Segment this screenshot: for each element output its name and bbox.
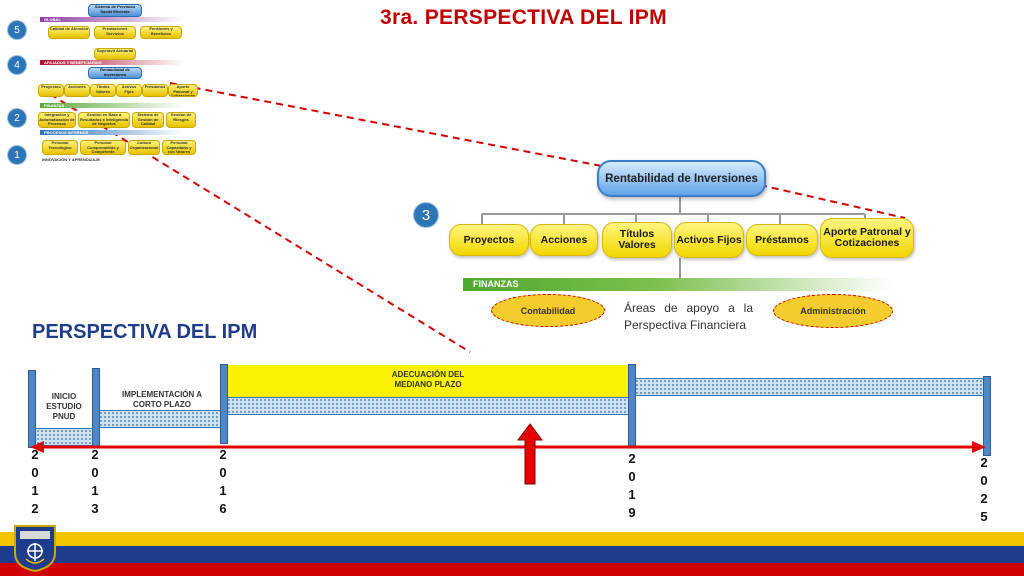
- level-5-badge: 5: [7, 20, 27, 40]
- activos-fijos-box: Activos Fijos: [674, 222, 744, 258]
- mini-row4-box: Personal Comprometido y Competente: [80, 140, 126, 155]
- year-2025-label: 2025: [980, 455, 988, 524]
- prestamos-box: Préstamos: [746, 224, 818, 256]
- mini-row2-box: Activos Fijos: [116, 84, 142, 97]
- phase-1-band: [35, 428, 96, 446]
- year-2012-label: 2012: [31, 447, 39, 516]
- contabilidad-ellipse: Contabilidad: [491, 294, 605, 327]
- level-2-badge: 2: [7, 108, 27, 128]
- level-4-badge: 4: [7, 55, 27, 75]
- mini-row1-box: Calidad de Atención: [48, 26, 90, 39]
- mini-row3-box: Integración y Automatización de Procesos: [38, 112, 76, 128]
- mini-row2-box: Títulos Valores: [90, 84, 116, 97]
- phase-2-label: IMPLEMENTACIÓN A CORTO PLAZO: [122, 390, 202, 409]
- year-2019-label: 2019: [628, 451, 636, 520]
- section-title: PERSPECTIVA DEL IPM: [32, 321, 258, 343]
- aporte-patronal-box: Aporte Patronal y Cotizaciones: [820, 218, 914, 258]
- phase-1-label: INICIO ESTUDIO PNUD: [46, 392, 82, 421]
- mini-rent-box: Rentabilidad de Inversiones: [88, 67, 142, 79]
- rentabilidad-box: Rentabilidad de Inversiones: [597, 160, 766, 197]
- phase-2-band: [98, 410, 222, 428]
- timeline: INICIO ESTUDIO PNUD IMPLEMENTACIÓN A COR…: [0, 360, 1024, 532]
- timeline-post-2016: [220, 364, 228, 444]
- phase-3-label: ADECUACIÓN DEL MEDIANO PLAZO: [391, 370, 465, 389]
- mini-row4-box: Personal Capacitado y con Valores: [162, 140, 196, 155]
- mini-row2-box: Proyectos: [38, 84, 64, 97]
- year-2016-label: 2016: [219, 447, 227, 516]
- finanzas-strip: FINANZAS: [463, 278, 893, 291]
- mini-row3-box: Gestión de Riesgos: [166, 112, 196, 128]
- timeline-arrows: [30, 423, 986, 485]
- mini-row3-box: Sistema de Gestión de Calidad: [132, 112, 164, 128]
- year-2013-label: 2013: [91, 447, 99, 516]
- mini-row4-box: Personal Tecnológico: [42, 140, 78, 155]
- mini-strip-finanzas: FINANZAS: [40, 103, 184, 108]
- mini-strip-global: GLOBAL: [40, 17, 184, 22]
- flag-stripe-yellow: [0, 532, 1024, 546]
- level-1-badge: 1: [7, 145, 27, 165]
- mini-row1-box: Prestaciones Servicios: [94, 26, 136, 39]
- phase-3-highlight: [226, 365, 630, 398]
- page-title: 3ra. PERSPECTIVA DEL IPM: [380, 6, 667, 29]
- mini-strip-afiliados: AFILIADOS Y BENEFICIARIOS: [40, 60, 184, 65]
- mini-strip-procesos: PROCESOS INTERNOS: [40, 130, 184, 135]
- mini-row4-box: Cultura Organizacional: [128, 140, 160, 155]
- mini-row2: Proyectos Acciones Títulos Valores Activ…: [38, 84, 198, 97]
- flag-stripe-red: [0, 563, 1024, 576]
- administracion-ellipse: Administración: [773, 294, 893, 328]
- armed-forces-crest-logo: [12, 523, 58, 573]
- mini-row2-box: Aporte Patronal y Cotizaciones: [168, 84, 198, 97]
- mini-row1-box: Pensiones y Beneficios: [140, 26, 182, 39]
- mini-strategy-map: Sistema de Previsión Social Eficiente GL…: [38, 2, 198, 167]
- mini-top-box: Sistema de Previsión Social Eficiente: [88, 4, 142, 17]
- mini-row2-box: Acciones: [64, 84, 90, 97]
- zoom-level-badge: 3: [413, 202, 439, 228]
- support-areas-text: Áreas de apoyo a la Perspectiva Financie…: [624, 301, 753, 332]
- phase-4-band: [634, 378, 986, 396]
- mini-row2-box: Préstamos: [142, 84, 168, 97]
- phase-3-band: [226, 397, 632, 415]
- mini-mid-box: Superavit Actuarial: [94, 48, 136, 60]
- mini-caption-innovacion: INNOVACIÓN Y APRENDIZAJE: [42, 157, 101, 162]
- flag-stripe-blue: [0, 546, 1024, 563]
- timeline-post-2025: [983, 376, 991, 456]
- acciones-box: Acciones: [530, 224, 598, 256]
- mini-row3-box: Gestión en Base a Resultados e Inteligen…: [78, 112, 130, 128]
- proyectos-box: Proyectos: [449, 224, 529, 256]
- titulos-valores-box: Títulos Valores: [602, 222, 672, 258]
